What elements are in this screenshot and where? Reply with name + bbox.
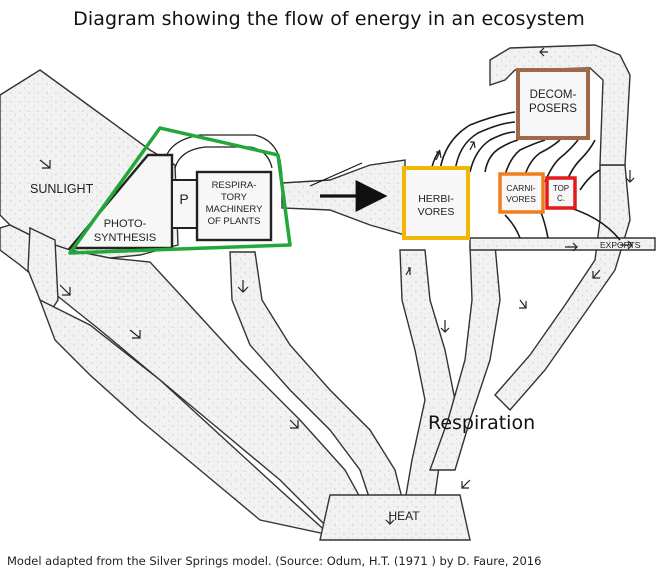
top-carnivores-label-line2: C.: [557, 194, 565, 203]
respiratory-label-line3: MACHINERY: [206, 204, 263, 215]
left-bottom-band: [38, 298, 333, 537]
respiratory-label-line4: OF PLANTS: [208, 216, 261, 227]
diagram-labels: SUNLIGHT PHOTO- SYNTHESIS P RESPIRA- TOR…: [30, 89, 641, 523]
decomposer-loop-band: [489, 44, 631, 166]
photosynthesis-label-line2: SYNTHESIS: [94, 232, 156, 244]
respiratory-machinery-box: [195, 170, 273, 242]
p-label: P: [179, 191, 188, 207]
sunlight-label: SUNLIGHT: [30, 182, 94, 196]
consumer-respiration-band: [399, 249, 456, 531]
carnivores-box: [498, 172, 545, 214]
source-caption: Model adapted from the Silver Springs mo…: [7, 554, 542, 568]
herbivores-label-line1: HERBI-: [418, 193, 454, 205]
exports-band: [469, 237, 656, 251]
top-carnivores-box: [545, 176, 577, 210]
exports-label: EXPORTS: [600, 240, 641, 250]
heat-label: HEAT: [388, 509, 420, 523]
carnivore-respiration-band: [429, 244, 501, 471]
decomposer-respiration-band: [494, 164, 631, 412]
carnivores-label-line2: VORES: [506, 194, 536, 204]
pointer-line: [309, 162, 363, 187]
respiratory-label-line2: TORY: [221, 192, 248, 203]
photosynthesis-group: [67, 126, 292, 255]
herbivores-box: [402, 166, 470, 240]
plant-feedback-loop: [164, 134, 283, 176]
respiratory-label-line1: RESPIRA-: [212, 180, 257, 191]
decomposers-box: [516, 68, 590, 140]
respiration-label: Respiration: [428, 412, 535, 434]
decomposers-label-line1: DECOM-: [530, 89, 577, 101]
energy-flow-pipes: [0, 44, 656, 541]
herbivores-label-line2: VORES: [418, 206, 455, 218]
decomposers-label-line2: POSERS: [529, 103, 577, 115]
top-carnivores-label-line1: TOP: [553, 184, 569, 193]
carnivores-label-line1: CARNI-: [506, 183, 535, 193]
photosynthesis-label-line1: PHOTO-: [104, 218, 147, 230]
heat-sink: [319, 494, 471, 541]
diagram-title: Diagram showing the flow of energy in an…: [73, 8, 585, 30]
photosynthesis-outline: [68, 126, 292, 255]
